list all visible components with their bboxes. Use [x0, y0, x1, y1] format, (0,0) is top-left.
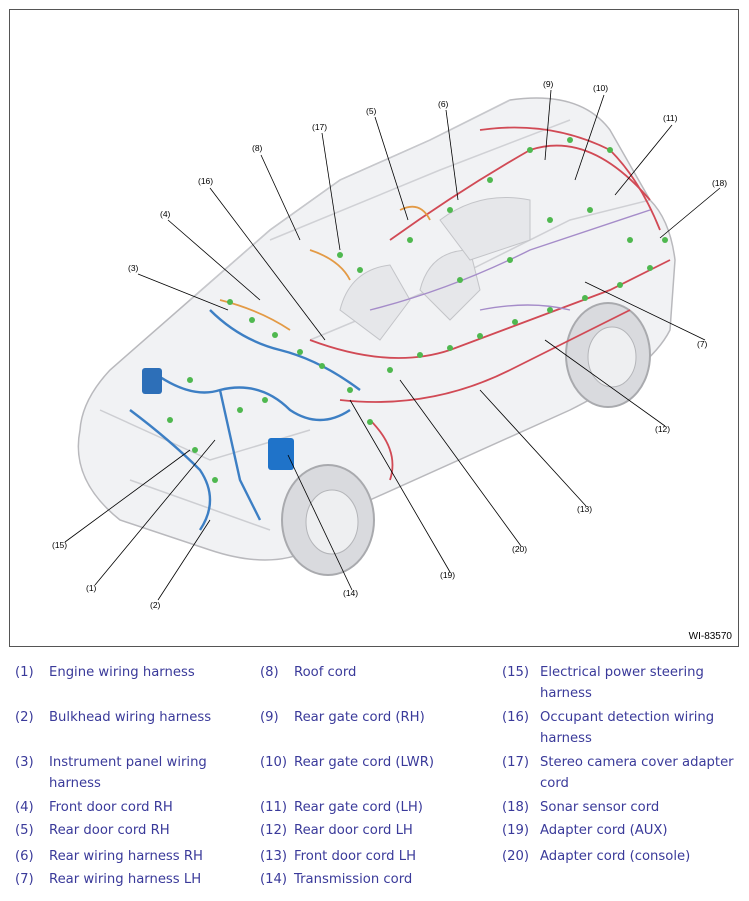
callout-11: (11): [663, 113, 678, 123]
wheels: [281, 302, 651, 576]
legend-label: Front door cord LH: [294, 849, 417, 864]
legend-number: (12): [260, 823, 288, 838]
callout-1: (1): [86, 583, 97, 593]
legend-label: Occupant detection wiring harness: [540, 710, 715, 746]
legend-label: Instrument panel wiring harness: [49, 755, 207, 791]
callout-12: (12): [655, 424, 670, 434]
legend-label: Stereo camera cover adapter cord: [540, 755, 734, 791]
callout-15: (15): [52, 540, 67, 550]
legend-label: Rear gate cord (LWR): [294, 755, 435, 770]
callout-13: (13): [577, 504, 592, 514]
callout-17: (17): [312, 122, 327, 132]
legend-number: (14): [260, 872, 288, 887]
legend-label: Rear wiring harness LH: [49, 872, 202, 887]
legend-label: Adapter cord (console): [540, 849, 691, 864]
callout-20: (20): [512, 544, 527, 554]
legend-number: (7): [15, 872, 34, 887]
legend-label: Transmission cord: [294, 872, 413, 887]
legend-number: (6): [15, 849, 34, 864]
legend-number: (18): [502, 800, 530, 815]
legend-label: Sonar sensor cord: [540, 800, 660, 815]
legend-label: Bulkhead wiring harness: [49, 710, 212, 725]
callout-7: (7): [697, 339, 708, 349]
legend-number: (13): [260, 849, 288, 864]
legend-number: (4): [15, 800, 34, 815]
callout-2: (2): [150, 600, 161, 610]
vehicle-wiring-illustration: (1) (2) (3) (4) (5) (6) (7) (8) (9) (10)…: [52, 79, 727, 610]
legend-label: Rear wiring harness RH: [49, 849, 203, 864]
green-connectors: [167, 137, 668, 483]
legend-label: Roof cord: [294, 665, 357, 680]
legend-number: (20): [502, 849, 530, 864]
legend-label: Engine wiring harness: [49, 665, 195, 680]
legend-number: (2): [15, 710, 34, 725]
leader-lines: [64, 89, 721, 601]
legend-number: (5): [15, 823, 34, 838]
callout-18: (18): [712, 178, 727, 188]
transmission-module: [268, 438, 294, 470]
legend-label: Front door cord RH: [49, 800, 173, 815]
callout-6: (6): [438, 99, 449, 109]
blue-harness: [129, 309, 361, 531]
blue-connector-box: [142, 368, 162, 394]
legend-number: (16): [502, 710, 530, 725]
callout-19: (19): [440, 570, 455, 580]
legend-number: (1): [15, 665, 34, 680]
legend-number: (3): [15, 755, 34, 770]
legend-label: Rear door cord RH: [49, 823, 170, 838]
callout-3: (3): [128, 263, 139, 273]
legend-number: (10): [260, 755, 288, 770]
legend-number: (11): [260, 800, 288, 815]
legend-number: (19): [502, 823, 530, 838]
callout-labels: (1) (2) (3) (4) (5) (6) (7) (8) (9) (10)…: [52, 79, 727, 610]
callout-4: (4): [160, 209, 171, 219]
callout-16: (16): [198, 176, 213, 186]
callout-9: (9): [543, 79, 554, 89]
figure-id-label: WI-83570: [688, 631, 732, 642]
legend-label: Rear gate cord (RH): [294, 710, 425, 725]
legend-number: (15): [502, 665, 530, 680]
callout-5: (5): [366, 106, 377, 116]
legend-number: (9): [260, 710, 279, 725]
purple-cords: [369, 209, 651, 311]
legend-label: Adapter cord (AUX): [540, 823, 668, 838]
callout-10: (10): [593, 83, 608, 93]
legend-label: Rear door cord LH: [294, 823, 413, 838]
callout-8: (8): [252, 143, 263, 153]
legend-number: (17): [502, 755, 530, 770]
legend-number: (8): [260, 665, 279, 680]
wiring-diagram-figure: (1) (2) (3) (4) (5) (6) (7) (8) (9) (10)…: [9, 9, 739, 647]
legend-label: Rear gate cord (LH): [294, 800, 423, 815]
legend-label: Electrical power steering harness: [540, 665, 704, 701]
callout-14: (14): [343, 588, 358, 598]
